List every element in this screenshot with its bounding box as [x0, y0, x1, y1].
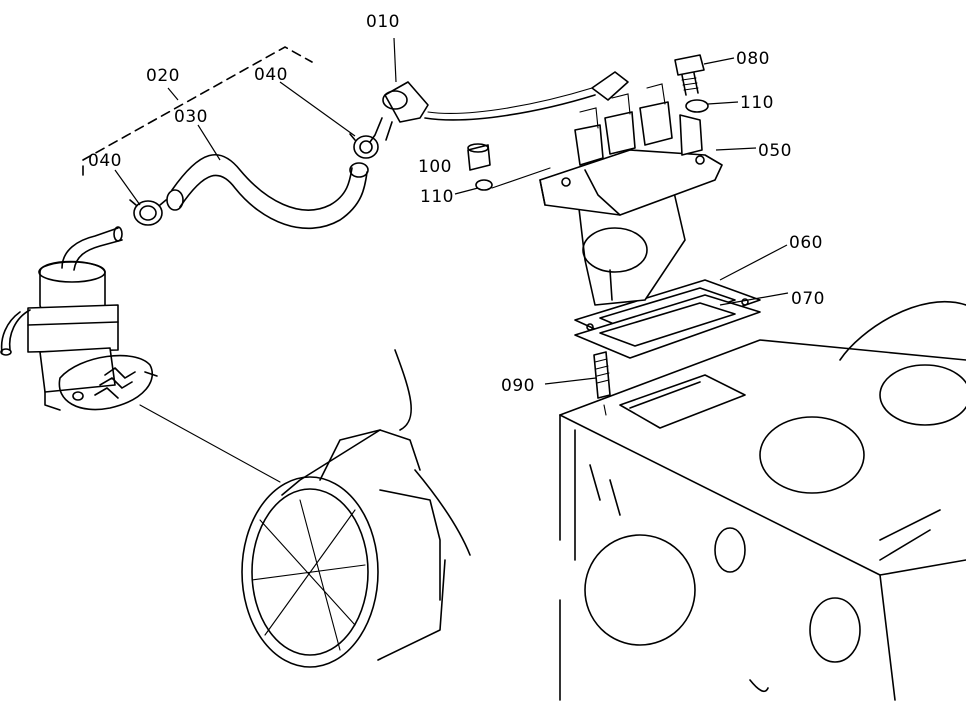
cap-100: [467, 143, 491, 171]
injection-pump: [539, 71, 723, 306]
part-labels: 010 020 030 040 040 050 060 070 080 090 …: [88, 12, 825, 396]
label-070: 070: [791, 289, 825, 309]
fuel-filter: [0, 226, 123, 411]
hose-clamp-left: [129, 199, 167, 226]
label-040-left: 040: [88, 151, 122, 171]
label-010: 010: [366, 12, 400, 32]
label-050: 050: [758, 141, 792, 161]
fuel-hose: [166, 154, 369, 230]
pump-gaskets: [574, 279, 761, 359]
pump-flange-spring: [58, 354, 281, 483]
label-080: 080: [736, 49, 770, 69]
label-060: 060: [789, 233, 823, 253]
engine-block: [559, 300, 966, 701]
label-090: 090: [501, 376, 535, 396]
label-110-top: 110: [740, 93, 774, 113]
gear-housing: [241, 349, 471, 668]
fuel-fitting: [369, 81, 596, 143]
washer-110-lower: [475, 167, 551, 191]
label-030: 030: [174, 107, 208, 127]
bolt-080: [674, 54, 705, 96]
label-100: 100: [418, 157, 452, 177]
label-110-lower: 110: [420, 187, 454, 207]
washer-110-top: [685, 99, 709, 113]
label-020: 020: [146, 66, 180, 86]
hose-assembly-bracket: [82, 46, 313, 176]
stud-090: [593, 351, 611, 416]
label-040-right: 040: [254, 65, 288, 85]
hose-clamp-right: [349, 133, 379, 159]
leader-lines: [114, 37, 789, 385]
